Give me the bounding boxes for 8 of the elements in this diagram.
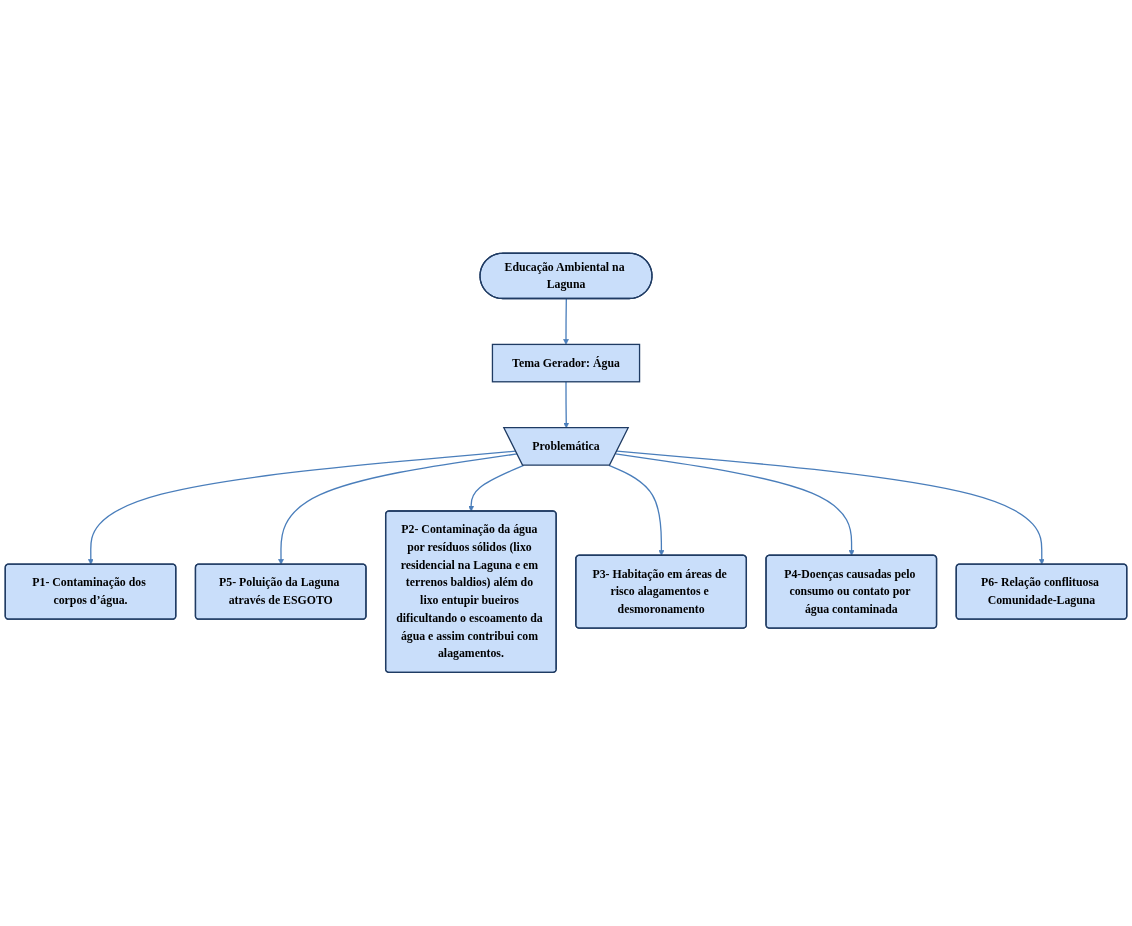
node-box: Tema Gerador: Água bbox=[491, 343, 641, 383]
arrow bbox=[87, 450, 517, 565]
arrow bbox=[608, 464, 665, 557]
arrow bbox=[278, 453, 518, 565]
arrow bbox=[563, 298, 569, 345]
arrow bbox=[614, 453, 855, 557]
arrow bbox=[468, 464, 525, 512]
arrow bbox=[616, 450, 1045, 565]
